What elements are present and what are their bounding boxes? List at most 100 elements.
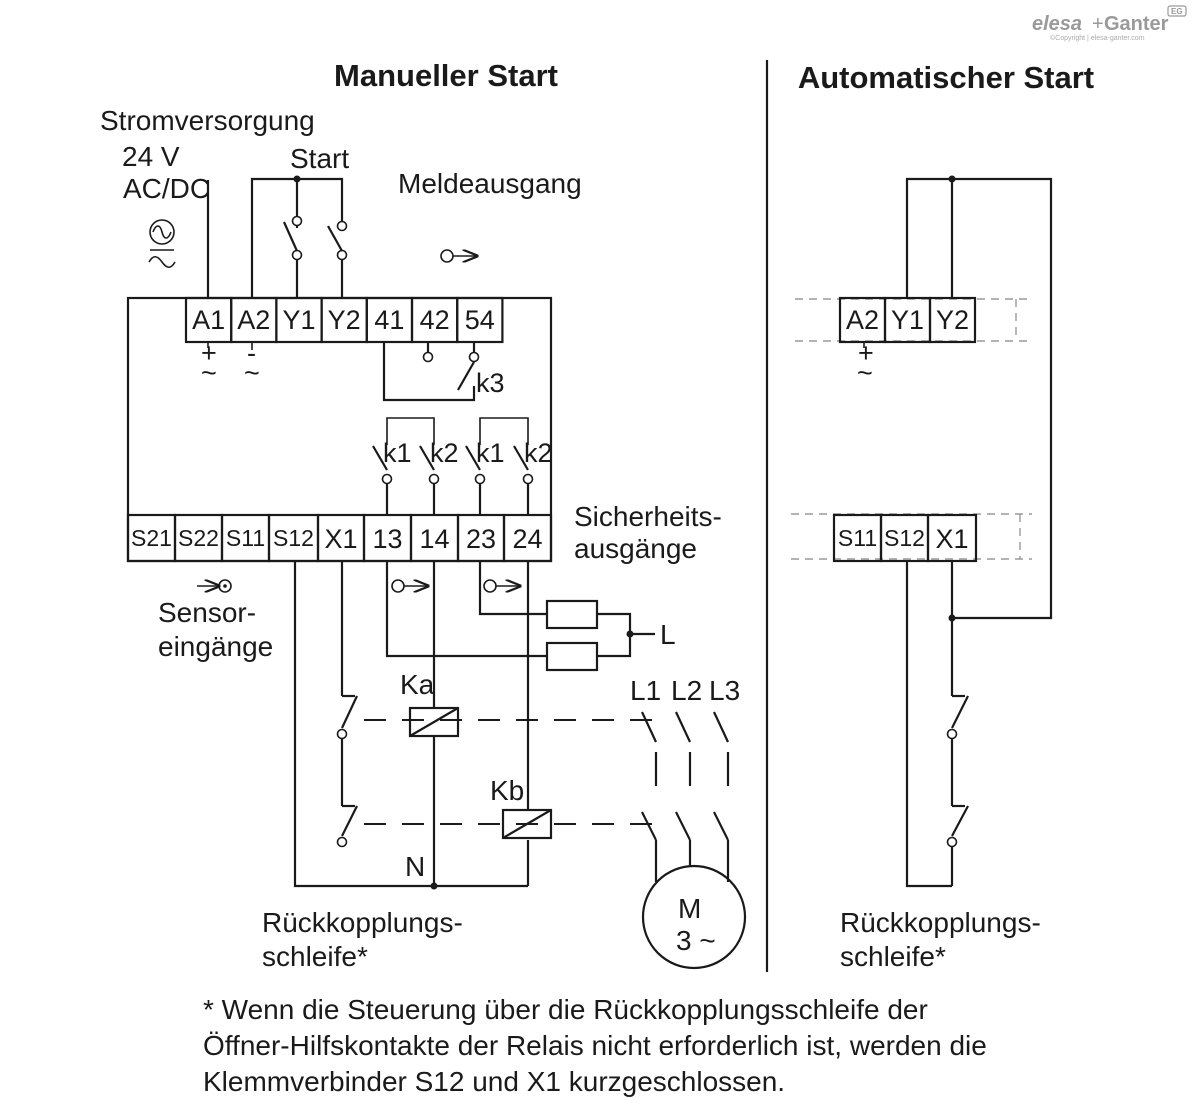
marker-tilde-auto: ~	[857, 358, 873, 388]
terminal-label-x1: X1	[324, 524, 357, 554]
label-motor-3: 3 ~	[676, 925, 716, 956]
label-feedback-line2: schleife*	[262, 941, 368, 972]
logo-ganter: Ganter	[1104, 13, 1169, 35]
label-start: Start	[290, 143, 349, 174]
acdc-supply-icon	[149, 220, 175, 267]
sensor-input-icon	[197, 580, 231, 592]
terminal-s22: S22	[175, 515, 222, 561]
label-voltage: 24 V	[122, 141, 180, 172]
terminal-s11: S11	[222, 515, 269, 561]
terminal-auto-s11: S11	[834, 515, 881, 561]
terminal-label-23: 23	[466, 524, 496, 554]
terminal-label-a2: A2	[846, 305, 879, 335]
terminal-label-42: 42	[420, 305, 450, 335]
start-button-wiring	[252, 176, 347, 299]
label-acdc: AC/DC	[123, 173, 210, 204]
terminal-23: 23	[458, 515, 504, 561]
label-feedback-auto-line2: schleife*	[840, 941, 946, 972]
footnote-line1: * Wenn die Steuerung über die Rückkopplu…	[203, 994, 928, 1025]
terminal-auto-s12: S12	[881, 515, 928, 561]
terminal-auto-label-s11: S11	[838, 525, 877, 551]
terminal-y1: Y1	[885, 298, 930, 342]
terminal-54: 54	[457, 298, 502, 342]
terminal-s21: S21	[128, 515, 175, 561]
logo-badge: EG	[1171, 7, 1183, 16]
terminal-auto-x1: X1	[928, 515, 976, 561]
label-k1-2: k1	[476, 438, 505, 468]
label-safety-outputs-line2: ausgänge	[574, 533, 697, 564]
terminal-label-y2: Y2	[328, 305, 361, 335]
terminal-x1: X1	[318, 515, 364, 561]
terminal-label-s21: S21	[131, 525, 172, 551]
label-safety-outputs-line1: Sicherheits-	[574, 501, 722, 532]
label-l2: L2	[671, 675, 702, 706]
label-ka: Ka	[400, 669, 435, 700]
auto-module-outline	[791, 299, 1032, 559]
label-l1: L1	[630, 675, 661, 706]
terminal-s12: S12	[269, 515, 318, 561]
contact-k2-23-24: k2	[514, 438, 553, 515]
label-sensor-inputs-line2: eingänge	[158, 631, 273, 662]
external-wiring-manual	[295, 562, 655, 890]
terminal-label-y1: Y1	[891, 305, 924, 335]
terminal-label-s11: S11	[226, 525, 265, 551]
marker-tilde-a2: ~	[244, 358, 260, 388]
auto-top-terminal-strip: A2 Y1 Y2	[840, 298, 975, 342]
title-automatic-start: Automatischer Start	[798, 60, 1094, 95]
terminal-y2: Y2	[322, 298, 367, 342]
terminal-a2: A2	[231, 298, 276, 342]
terminal-41: 41	[367, 298, 412, 342]
terminal-auto-label-s12: S12	[884, 525, 925, 551]
label-k2-1: k2	[430, 438, 459, 468]
terminal-label-s12: S12	[273, 525, 314, 551]
label-k2-3: k2	[524, 438, 553, 468]
output-13-icon	[392, 580, 428, 592]
terminal-label-13: 13	[372, 524, 402, 554]
terminal-y1: Y1	[276, 298, 321, 342]
label-n: N	[405, 851, 425, 882]
title-manual-start: Manueller Start	[334, 58, 558, 93]
label-feedback-auto-line1: Rückkopplungs-	[840, 907, 1041, 938]
terminal-13: 13	[364, 515, 411, 561]
label-l: L	[660, 619, 676, 650]
terminal-24: 24	[504, 515, 551, 561]
contact-k2-13-14: k2	[420, 438, 459, 515]
terminal-a1: A1	[186, 298, 231, 342]
marker-tilde-a1: ~	[201, 358, 217, 388]
logo-plus: +	[1092, 13, 1104, 35]
terminal-label-a1: A1	[192, 305, 225, 335]
terminal-label-s22: S22	[178, 525, 219, 551]
label-motor-m: M	[678, 893, 701, 924]
three-phase-contacts	[642, 712, 728, 848]
terminal-label-54: 54	[465, 305, 495, 335]
phase-contact-3	[714, 712, 728, 848]
terminal-label-24: 24	[512, 524, 542, 554]
terminal-label-y2: Y2	[936, 305, 969, 335]
contact-k1-23-24: k1	[466, 438, 505, 515]
terminal-a2: A2	[840, 298, 885, 342]
terminal-label-a2: A2	[237, 305, 270, 335]
label-feedback-line1: Rückkopplungs-	[262, 907, 463, 938]
signal-output-icon	[441, 250, 477, 262]
label-sensor-inputs-line1: Sensor-	[158, 597, 256, 628]
terminal-y2: Y2	[930, 298, 975, 342]
safety-relay-module	[128, 298, 551, 561]
phase-contact-2	[676, 712, 690, 848]
terminal-label-y1: Y1	[282, 305, 315, 335]
label-k3: k3	[476, 368, 505, 398]
label-signal-output: Meldeausgang	[398, 168, 582, 199]
relay-coil-ka	[410, 708, 458, 736]
safety-contacts-k1-k2: k1 k2 k1 k2	[373, 418, 553, 515]
contact-k1-13-14: k1	[373, 438, 412, 515]
footnote-line3: Klemmverbinder S12 und X1 kurzgeschlosse…	[203, 1066, 785, 1097]
label-kb: Kb	[490, 775, 524, 806]
label-l3: L3	[709, 675, 740, 706]
logo-copyright: ©Copyright | elesa-ganter.com	[1050, 34, 1145, 42]
contact-k3	[384, 342, 479, 400]
footnote-line2: Öffner-Hilfskontakte der Relais nicht er…	[203, 1030, 987, 1061]
terminal-label-41: 41	[374, 305, 404, 335]
